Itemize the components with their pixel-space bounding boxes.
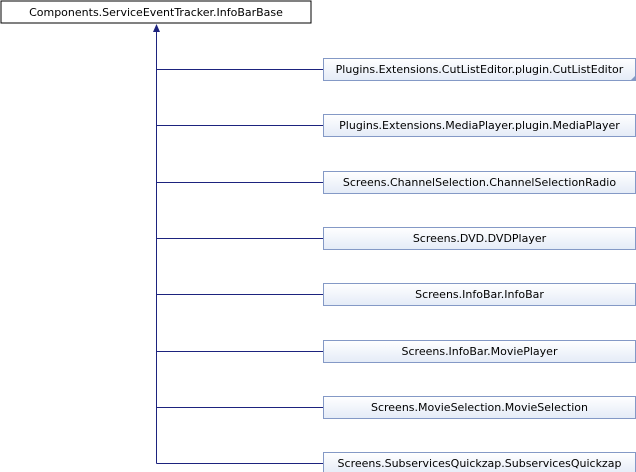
inheritance-edges — [153, 24, 323, 464]
derived-class-label[interactable]: Screens.MovieSelection.MovieSelection — [371, 401, 588, 414]
inheritance-arrowhead — [153, 24, 160, 32]
derived-class-list: Plugins.Extensions.CutListEditor.plugin.… — [323, 58, 636, 472]
derived-class-node[interactable]: Screens.InfoBar.MoviePlayer — [323, 340, 636, 363]
base-class-label[interactable]: Components.ServiceEventTracker.InfoBarBa… — [29, 6, 283, 19]
derived-class-node[interactable]: Screens.ChannelSelection.ChannelSelectio… — [323, 171, 636, 194]
derived-class-node[interactable]: Screens.SubservicesQuickzap.SubservicesQ… — [323, 452, 636, 472]
derived-class-label[interactable]: Plugins.Extensions.MediaPlayer.plugin.Me… — [339, 119, 620, 132]
derived-class-node[interactable]: Plugins.Extensions.MediaPlayer.plugin.Me… — [323, 114, 636, 137]
derived-class-label[interactable]: Screens.SubservicesQuickzap.SubservicesQ… — [338, 457, 622, 470]
derived-class-label[interactable]: Plugins.Extensions.CutListEditor.plugin.… — [336, 63, 624, 76]
base-class-node[interactable]: Components.ServiceEventTracker.InfoBarBa… — [0, 0, 312, 24]
derived-class-label[interactable]: Screens.DVD.DVDPlayer — [413, 232, 547, 245]
derived-class-node[interactable]: Screens.DVD.DVDPlayer — [323, 227, 636, 250]
derived-class-label[interactable]: Screens.ChannelSelection.ChannelSelectio… — [343, 176, 616, 189]
truncated-corner-mark — [630, 75, 636, 81]
derived-class-label[interactable]: Screens.InfoBar.InfoBar — [415, 288, 544, 301]
derived-class-node[interactable]: Screens.MovieSelection.MovieSelection — [323, 396, 636, 419]
derived-class-node[interactable]: Plugins.Extensions.CutListEditor.plugin.… — [323, 58, 636, 81]
derived-class-node[interactable]: Screens.InfoBar.InfoBar — [323, 283, 636, 306]
base-class-box[interactable] — [0, 0, 312, 24]
derived-class-label[interactable]: Screens.InfoBar.MoviePlayer — [402, 345, 558, 358]
